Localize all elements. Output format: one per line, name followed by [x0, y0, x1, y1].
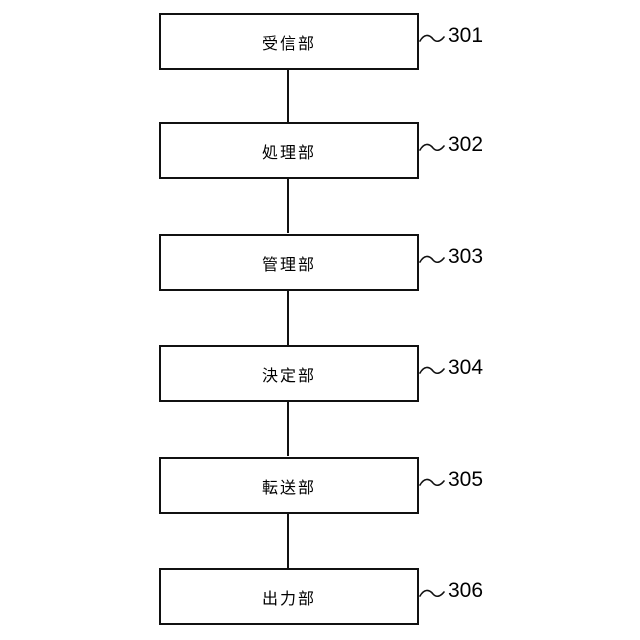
- squiggle-leader-icon: [419, 34, 445, 43]
- block-label-304: 決定部: [261, 367, 316, 385]
- reference-callout-306: 306: [419, 579, 483, 601]
- reference-callout-302: 302: [419, 133, 483, 155]
- block-label-303: 管理部: [261, 256, 316, 274]
- block-unit-302: 処理部 302: [159, 122, 499, 233]
- reference-callout-305: 305: [419, 468, 483, 490]
- squiggle-leader-icon: [419, 589, 445, 598]
- block-label-305: 転送部: [261, 479, 316, 497]
- reference-callout-303: 303: [419, 245, 483, 267]
- block-label-306: 出力部: [261, 590, 316, 608]
- connector-line: [287, 179, 289, 233]
- block-unit-306: 出力部 306: [159, 568, 499, 640]
- connector-line: [287, 70, 289, 124]
- block-unit-305: 転送部 305: [159, 457, 499, 568]
- block-unit-304: 決定部 304: [159, 345, 499, 456]
- block-box-301: 受信部: [159, 13, 419, 70]
- block-box-305: 転送部: [159, 457, 419, 514]
- reference-number-303: 303: [448, 244, 484, 268]
- reference-number-305: 305: [448, 467, 484, 491]
- reference-number-302: 302: [448, 132, 484, 156]
- block-box-303: 管理部: [159, 234, 419, 291]
- squiggle-leader-icon: [419, 143, 445, 152]
- reference-callout-301: 301: [419, 24, 483, 46]
- block-label-302: 処理部: [261, 144, 316, 162]
- reference-number-306: 306: [448, 578, 484, 602]
- block-label-301: 受信部: [261, 35, 316, 53]
- connector-line: [287, 514, 289, 568]
- reference-number-301: 301: [448, 23, 484, 47]
- block-unit-303: 管理部 303: [159, 234, 499, 345]
- reference-callout-304: 304: [419, 356, 483, 378]
- block-unit-301: 受信部 301: [159, 13, 499, 124]
- squiggle-leader-icon: [419, 478, 445, 487]
- reference-number-304: 304: [448, 355, 484, 379]
- squiggle-leader-icon: [419, 366, 445, 375]
- connector-line: [287, 291, 289, 345]
- block-box-306: 出力部: [159, 568, 419, 625]
- squiggle-leader-icon: [419, 255, 445, 264]
- connector-line: [287, 402, 289, 456]
- block-box-304: 決定部: [159, 345, 419, 402]
- block-box-302: 処理部: [159, 122, 419, 179]
